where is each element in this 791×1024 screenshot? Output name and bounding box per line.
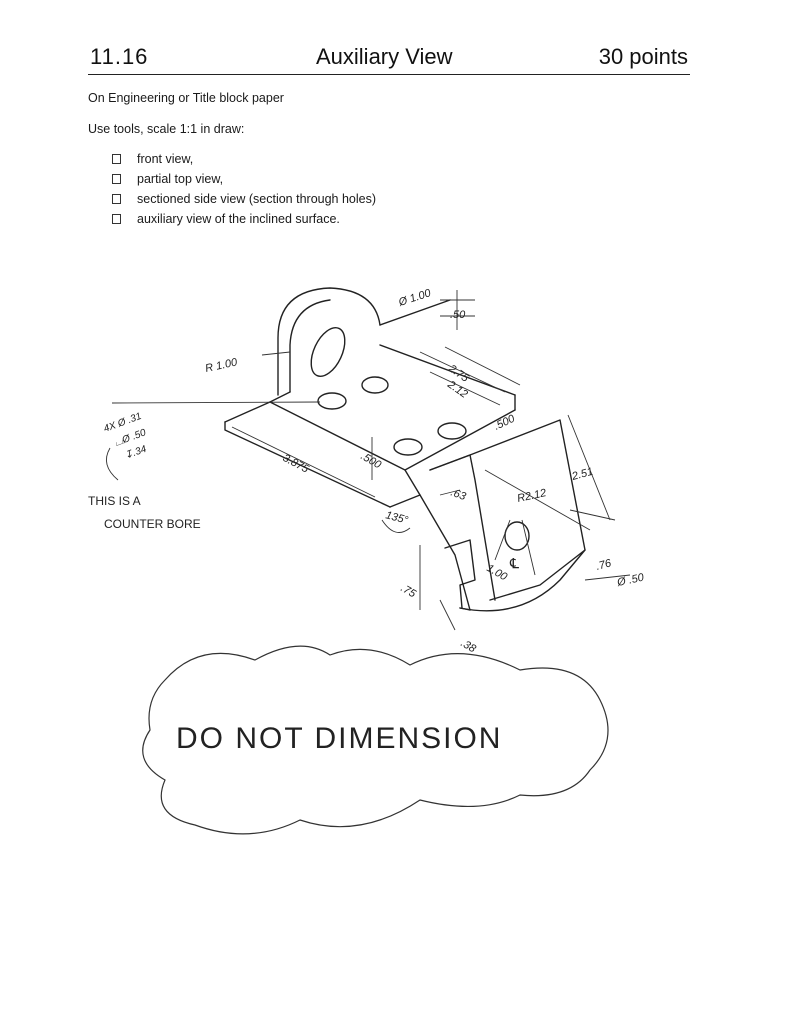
boss-hole	[310, 327, 346, 377]
dim-radius-boss: R 1.00	[204, 356, 239, 375]
stamp-text: DO NOT DIMENSION	[176, 722, 502, 755]
dim-notch-depth: .38	[459, 637, 479, 655]
dim-thickness: .500	[359, 450, 384, 472]
checkbox-icon	[112, 214, 121, 224]
checklist-item: auxiliary view of the inclined surface.	[112, 209, 376, 229]
boss-outline	[277, 287, 381, 396]
incline-back	[404, 469, 421, 496]
lower-notch	[444, 539, 476, 609]
dim-line	[261, 351, 291, 356]
dim-hole-diameter: Ø .50	[615, 571, 646, 589]
dim-line	[111, 401, 321, 404]
checklist-item: front view,	[112, 149, 376, 169]
dim-line	[231, 426, 376, 498]
callout-line: ↧.34	[123, 444, 148, 462]
checklist-label: auxiliary view of the inclined surface.	[137, 212, 340, 226]
boss-side	[289, 299, 331, 393]
dim-boss-offset: .50	[450, 309, 466, 321]
page-title: Auxiliary View	[316, 44, 453, 69]
checkbox-icon	[112, 194, 121, 204]
checklist-item: sectioned side view (section through hol…	[112, 189, 376, 209]
cloud-outline	[142, 645, 609, 835]
counterbore-hole	[317, 392, 347, 410]
page-header: 11.16 Auxiliary View 30 points	[88, 42, 690, 75]
note-line: COUNTER BORE	[104, 517, 201, 531]
dim-length: 3.875	[281, 452, 312, 476]
dim-line	[494, 519, 536, 576]
dim-edge-offset: .500	[492, 412, 517, 432]
counterbore-hole	[437, 422, 467, 440]
checklist-item: partial top view,	[112, 169, 376, 189]
base-front-edge	[224, 401, 516, 471]
note-line: THIS IS A	[88, 494, 141, 508]
dim-angle: 135°	[384, 509, 410, 527]
checklist-label: front view,	[137, 152, 194, 166]
dim-hole-offset: .76	[595, 557, 614, 573]
counterbore-hole	[361, 376, 389, 394]
dim-incline-offset: .63	[449, 487, 468, 504]
checklist-label: partial top view,	[137, 172, 224, 186]
dim-radius-lower: R2.12	[516, 487, 547, 505]
base-front-face	[224, 421, 391, 508]
checkbox-icon	[112, 154, 121, 164]
dim-line	[439, 489, 461, 496]
centerline-symbol: ℄	[509, 555, 519, 571]
view-checklist: front view, partial top view, sectioned …	[112, 149, 376, 229]
base-front-top	[269, 391, 291, 403]
base-top-back	[379, 344, 516, 396]
dim-line	[419, 346, 521, 406]
instruction-paper: On Engineering or Title block paper	[88, 91, 284, 105]
boss-top-edge	[379, 299, 451, 326]
counterbore-hole	[393, 438, 423, 456]
incline-left	[389, 494, 471, 611]
dim-notch-height: .75	[399, 582, 419, 600]
incline-hole	[504, 521, 530, 551]
dim-line	[440, 290, 475, 330]
dim-line	[381, 519, 411, 533]
lower-bottom	[459, 607, 471, 611]
dim-incline-width: 2.51	[570, 466, 595, 483]
dim-line	[419, 545, 456, 631]
dim-hole-center: 1.00	[485, 562, 510, 584]
dim-line	[584, 574, 631, 581]
note-leader	[105, 447, 119, 481]
incline-inner	[429, 454, 496, 601]
points-value: 30 points	[598, 44, 688, 69]
checklist-label: sectioned side view (section through hol…	[137, 192, 377, 206]
instruction-tools: Use tools, scale 1:1 in draw:	[88, 122, 245, 136]
lower-round	[459, 549, 586, 612]
problem-number: 11.16	[90, 44, 149, 69]
dim-boss-diameter: Ø 1.00	[396, 287, 433, 309]
dim-line	[484, 414, 616, 531]
checkbox-icon	[112, 174, 121, 184]
